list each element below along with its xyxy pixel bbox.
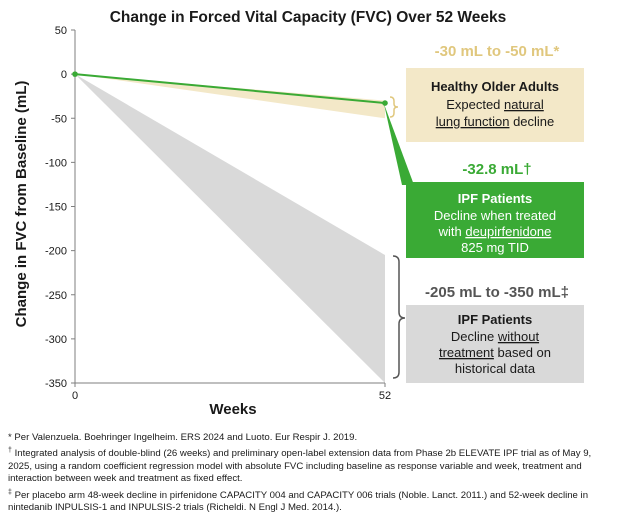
- y-tick-label: -200: [45, 246, 67, 258]
- treated-pointer: [384, 104, 414, 185]
- x-tick-label: 52: [379, 390, 391, 402]
- treated-line1: Decline when treated: [434, 208, 556, 223]
- healthy-title: Healthy Older Adults: [431, 79, 559, 94]
- y-tick-label: -250: [45, 290, 67, 302]
- untreated-line1: Decline without: [451, 329, 540, 344]
- untreated-annotation: -205 mL to -350 mL‡ IPF Patients Decline…: [392, 255, 584, 383]
- x-axis-label: Weeks: [209, 401, 256, 418]
- series-point-0: [72, 71, 78, 77]
- band-0: [75, 74, 385, 119]
- footnote-2: † Integrated analysis of double-blind (2…: [8, 447, 592, 485]
- treated-line3: 825 mg TID: [461, 240, 529, 255]
- x-ticks: 0 52: [72, 383, 391, 402]
- footnote-1: * Per Valenzuela. Boehringer Ingelheim. …: [8, 432, 358, 443]
- healthy-line1: Expected natural: [446, 97, 544, 112]
- y-tick-label: 50: [55, 25, 67, 37]
- untreated-range-label: -205 mL to -350 mL‡: [425, 284, 569, 301]
- untreated-line2: treatment based on: [439, 345, 551, 360]
- bands: [75, 74, 385, 383]
- untreated-bracket: [392, 255, 406, 379]
- y-ticks: 50 0 -50 -100 -150 -200 -250 -300 -350: [45, 25, 75, 390]
- y-tick-label: -350: [45, 378, 67, 390]
- treated-box: [406, 182, 584, 258]
- series: [72, 71, 388, 106]
- untreated-title: IPF Patients: [458, 312, 532, 327]
- treated-value-label: -32.8 mL†: [462, 161, 531, 178]
- treated-annotation: -32.8 mL† IPF Patients Decline when trea…: [384, 104, 584, 258]
- chart-title: Change in Forced Vital Capacity (FVC) Ov…: [110, 9, 507, 26]
- y-tick-label: -300: [45, 334, 67, 346]
- y-axis-label: Change in FVC from Baseline (mL): [13, 81, 30, 328]
- healthy-bracket: [389, 96, 399, 118]
- y-tick-label: -150: [45, 202, 67, 214]
- treated-line2: with deupirfenidone: [438, 224, 552, 239]
- series-line-0: [74, 73, 386, 105]
- healthy-range-label: -30 mL to -50 mL*: [435, 43, 560, 60]
- healthy-box: [406, 68, 584, 142]
- treated-title: IPF Patients: [458, 191, 532, 206]
- y-tick-label: 0: [61, 69, 67, 81]
- series-point-0: [382, 100, 388, 106]
- untreated-line3: historical data: [455, 361, 536, 376]
- healthy-annotation: -30 mL to -50 mL* Healthy Older Adults E…: [389, 43, 584, 142]
- footnote-3: ‡ Per placebo arm 48-week decline in pir…: [8, 488, 589, 514]
- footnotes: * Per Valenzuela. Boehringer Ingelheim. …: [8, 432, 612, 516]
- healthy-line2: lung function decline: [436, 114, 555, 129]
- y-tick-label: -50: [51, 113, 67, 125]
- untreated-box: [406, 305, 584, 383]
- y-tick-label: -100: [45, 157, 67, 169]
- fvc-chart: Change in Forced Vital Capacity (FVC) Ov…: [13, 9, 584, 418]
- x-tick-label: 0: [72, 390, 78, 402]
- band-1: [75, 74, 385, 383]
